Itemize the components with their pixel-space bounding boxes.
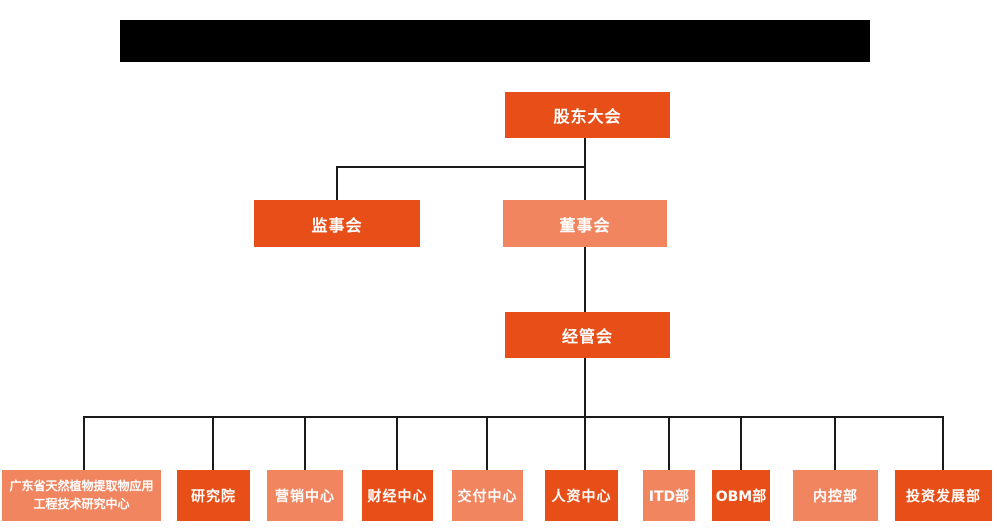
connector-shareholders-down	[584, 138, 586, 201]
org-node-finance-center: 财经中心	[362, 470, 433, 521]
connector-drop-marketing	[304, 416, 306, 470]
org-node-investment-dev-dept: 投资发展部	[895, 470, 992, 521]
connector-drop-hr	[584, 416, 586, 470]
org-node-marketing-center: 营销中心	[267, 470, 343, 521]
org-node-obm-dept: OBM部	[712, 470, 770, 521]
org-node-delivery-center: 交付中心	[452, 470, 523, 521]
org-node-internal-control-dept: 内控部	[793, 470, 878, 521]
connector-supervisory-drop	[336, 166, 338, 201]
connector-drop-research-institute	[212, 416, 214, 470]
connector-drop-obm	[740, 416, 742, 470]
connector-branch-level2	[336, 166, 586, 168]
connector-drop-investment	[942, 416, 944, 470]
connector-rail-bottom	[83, 416, 944, 418]
connector-drop-itd	[668, 416, 670, 470]
redacted-title-bar	[120, 20, 870, 62]
org-node-research-center: 广东省天然植物提取物应用工程技术研究中心	[2, 470, 161, 521]
connector-drop-research-center	[83, 416, 85, 470]
org-node-research-institute: 研究院	[177, 470, 250, 521]
connector-drop-delivery	[486, 416, 488, 470]
connector-drop-finance	[396, 416, 398, 470]
org-node-shareholders-meeting: 股东大会	[505, 92, 670, 138]
connector-management-down	[584, 358, 586, 418]
connector-board-to-management	[584, 247, 586, 313]
connector-drop-internal-control	[834, 416, 836, 470]
org-node-itd-dept: ITD部	[643, 470, 695, 521]
org-node-management-committee: 经管会	[505, 312, 670, 358]
org-node-supervisory-board: 监事会	[254, 200, 420, 247]
org-node-hr-center: 人资中心	[545, 470, 618, 521]
org-node-board-of-directors: 董事会	[503, 200, 667, 247]
